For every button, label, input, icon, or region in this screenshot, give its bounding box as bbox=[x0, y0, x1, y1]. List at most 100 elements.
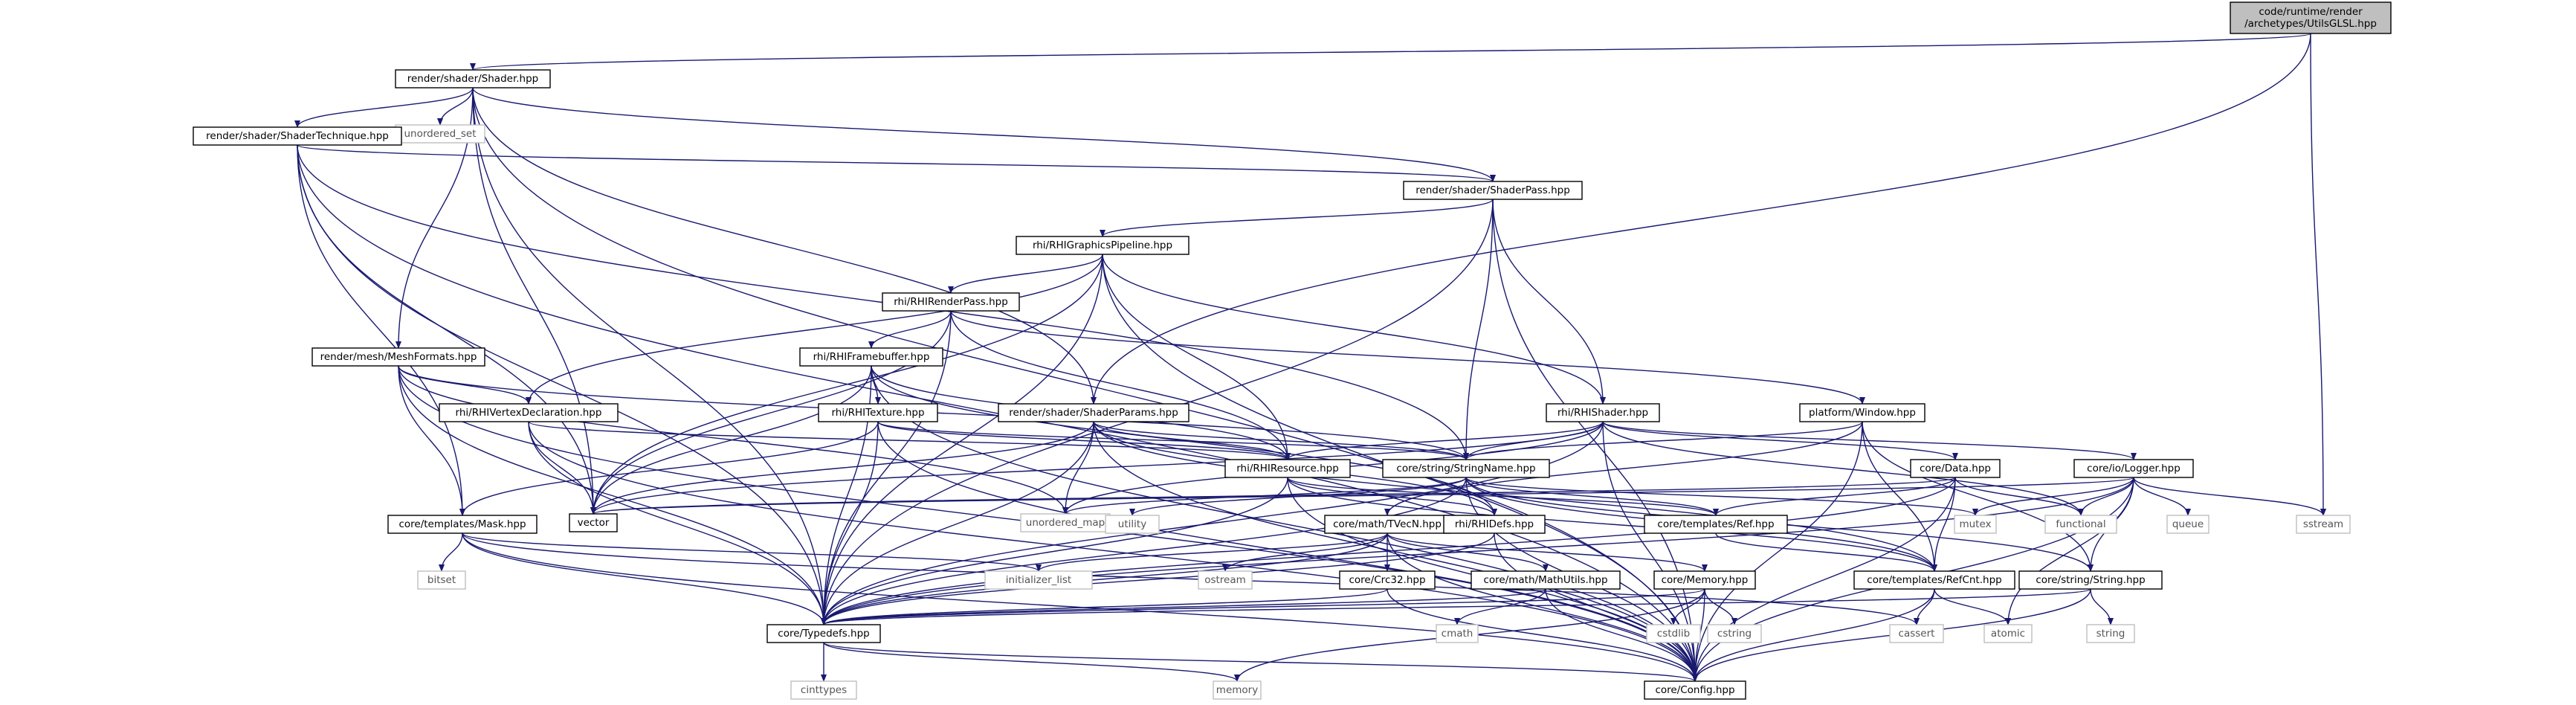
node-box bbox=[387, 515, 538, 534]
node-label: render/shader/ShaderPass.hpp bbox=[1415, 184, 1570, 196]
node-shader[interactable]: render/shader/Shader.hpp bbox=[395, 69, 551, 88]
node-label: core/Crc32.hpp bbox=[1349, 574, 1425, 586]
node-core-data[interactable]: core/Data.hpp bbox=[1910, 459, 2001, 478]
node-cstdlib: cstdlib bbox=[1646, 624, 1701, 643]
node-mesh-formats[interactable]: render/mesh/MeshFormats.hpp bbox=[311, 347, 485, 367]
edge-rhi_shader-to-core_data bbox=[1602, 421, 1958, 460]
edge-string_hpp-to-string_std bbox=[2090, 588, 2114, 625]
node-box bbox=[984, 570, 1093, 590]
node-rhi-framebuffer[interactable]: rhi/RHIFramebuffer.hpp bbox=[799, 347, 943, 367]
node-rhi-texture[interactable]: rhi/RHITexture.hpp bbox=[818, 403, 938, 422]
node-label: rhi/RHIGraphicsPipeline.hpp bbox=[1033, 239, 1172, 251]
dependency-edges bbox=[294, 33, 2326, 682]
node-label: /archetypes/UtilsGLSL.hpp bbox=[2244, 18, 2377, 30]
node-shader-params[interactable]: render/shader/ShaderParams.hpp bbox=[998, 403, 1189, 422]
node-label: core/templates/Mask.hpp bbox=[398, 518, 526, 530]
edge-shader-to-config bbox=[472, 87, 1698, 682]
node-box bbox=[1224, 459, 1351, 478]
node-rhi-vertex-declaration[interactable]: rhi/RHIVertexDeclaration.hpp bbox=[439, 403, 619, 422]
node-box bbox=[998, 403, 1189, 422]
node-crc32[interactable]: core/Crc32.hpp bbox=[1339, 570, 1436, 590]
edge-utils_glsl-to-shader_params bbox=[1091, 33, 2311, 405]
node-rhi-defs[interactable]: rhi/RHIDefs.hpp bbox=[1443, 515, 1546, 534]
node-utils-glsl[interactable]: code/runtime/render/archetypes/UtilsGLSL… bbox=[2230, 1, 2392, 34]
node-box bbox=[1198, 570, 1253, 590]
node-rhi-shader[interactable]: rhi/RHIShader.hpp bbox=[1546, 403, 1660, 422]
node-box bbox=[790, 680, 857, 700]
node-label: ostream bbox=[1204, 574, 1246, 586]
edge-shader-to-shader_pass bbox=[472, 87, 1496, 182]
node-label: render/shader/Shader.hpp bbox=[407, 73, 539, 85]
node-string-name[interactable]: core/string/StringName.hpp bbox=[1382, 459, 1550, 478]
node-mask[interactable]: core/templates/Mask.hpp bbox=[387, 515, 538, 534]
edge-shader-to-typedefs bbox=[472, 87, 827, 625]
node-vector[interactable]: vector bbox=[569, 513, 618, 532]
node-label: cstring bbox=[1717, 628, 1752, 640]
edge-shader_params-to-string_name bbox=[1093, 421, 1469, 460]
node-logger[interactable]: core/io/Logger.hpp bbox=[2073, 459, 2194, 478]
node-typedefs[interactable]: core/Typedefs.hpp bbox=[766, 624, 881, 643]
node-box bbox=[2166, 515, 2209, 534]
node-box bbox=[1339, 570, 1436, 590]
edge-logger-to-sstream bbox=[2133, 477, 2326, 516]
node-string-hpp[interactable]: core/string/String.hpp bbox=[2018, 570, 2163, 590]
node-templates-ref[interactable]: core/templates/Ref.hpp bbox=[1644, 515, 1788, 534]
node-label: platform/Window.hpp bbox=[1809, 407, 1916, 419]
node-platform-window[interactable]: platform/Window.hpp bbox=[1799, 403, 1925, 422]
edge-shader_pass-to-string_name bbox=[1463, 199, 1494, 460]
node-box bbox=[1954, 515, 1997, 534]
node-label: core/io/Logger.hpp bbox=[2087, 463, 2180, 474]
edge-typedefs-to-memory bbox=[823, 642, 1240, 682]
node-label: sstream bbox=[2303, 518, 2343, 530]
edge-rhi_render_pass-to-typedefs bbox=[821, 310, 952, 625]
edge-rhi_graphics_pipeline-to-rhi_render_pass bbox=[948, 254, 1103, 294]
node-core-memory[interactable]: core/Memory.hpp bbox=[1653, 570, 1756, 590]
node-box bbox=[1403, 181, 1583, 200]
node-ref-cnt[interactable]: core/templates/RefCnt.hpp bbox=[1853, 570, 2015, 590]
edge-logger-to-queue bbox=[2133, 477, 2191, 516]
node-box bbox=[2230, 1, 2392, 34]
node-math-utils[interactable]: core/math/MathUtils.hpp bbox=[1471, 570, 1621, 590]
node-tvecn[interactable]: core/math/TVecN.hpp bbox=[1324, 515, 1450, 534]
edge-string_hpp-to-typedefs bbox=[821, 588, 2091, 625]
node-label: core/templates/RefCnt.hpp bbox=[1867, 574, 2001, 586]
edge-shader_params-to-rhi_resource bbox=[1093, 421, 1291, 460]
node-label: rhi/RHIRenderPass.hpp bbox=[894, 296, 1008, 308]
node-label: vector bbox=[578, 517, 610, 529]
node-cassert: cassert bbox=[1889, 624, 1944, 643]
edge-crc32-to-config bbox=[1387, 588, 1698, 682]
node-cstring: cstring bbox=[1707, 624, 1762, 643]
node-queue: queue bbox=[2166, 515, 2209, 534]
node-shader-technique[interactable]: render/shader/ShaderTechnique.hpp bbox=[193, 126, 402, 146]
edge-rhi_graphics_pipeline-to-vector bbox=[590, 254, 1103, 515]
edge-rhi_resource-to-rhi_defs bbox=[1287, 477, 1497, 516]
node-box bbox=[311, 347, 485, 367]
edge-logger-to-functional bbox=[2078, 477, 2134, 516]
node-box bbox=[1105, 515, 1160, 534]
edge-rhi_resource-to-templates_ref bbox=[1287, 477, 1719, 516]
node-label: cstdlib bbox=[1657, 628, 1690, 640]
node-label: rhi/RHITexture.hpp bbox=[831, 407, 924, 419]
edge-rhi_texture-to-config bbox=[877, 421, 1698, 682]
node-unordered-set: unordered_set bbox=[395, 124, 485, 144]
node-box bbox=[2044, 515, 2117, 534]
node-cmath: cmath bbox=[1436, 624, 1479, 643]
edge-logger-to-vector bbox=[590, 477, 2134, 515]
edge-rhi_vertex_declaration-to-rhi_resource bbox=[528, 421, 1291, 460]
node-config[interactable]: core/Config.hpp bbox=[1644, 680, 1746, 700]
edge-shader_technique-to-shader_pass bbox=[297, 144, 1496, 182]
edge-shader_technique-to-string_name bbox=[297, 144, 1469, 460]
node-label: render/shader/ShaderTechnique.hpp bbox=[206, 130, 389, 142]
edge-rhi_shader-to-typedefs bbox=[821, 421, 1604, 625]
node-shader-pass[interactable]: render/shader/ShaderPass.hpp bbox=[1403, 181, 1583, 200]
edge-shader_technique-to-mask bbox=[297, 144, 465, 516]
node-box bbox=[1910, 459, 2001, 478]
node-rhi-render-pass[interactable]: rhi/RHIRenderPass.hpp bbox=[882, 292, 1020, 312]
node-box bbox=[1020, 513, 1111, 532]
node-box bbox=[1644, 515, 1788, 534]
node-rhi-resource[interactable]: rhi/RHIResource.hpp bbox=[1224, 459, 1351, 478]
node-label: initializer_list bbox=[1006, 574, 1071, 586]
edge-rhi_graphics_pipeline-to-rhi_vertex_declaration bbox=[526, 254, 1103, 405]
edge-tvecn-to-initializer_list bbox=[1036, 532, 1388, 572]
node-rhi-graphics-pipeline[interactable]: rhi/RHIGraphicsPipeline.hpp bbox=[1016, 236, 1189, 255]
